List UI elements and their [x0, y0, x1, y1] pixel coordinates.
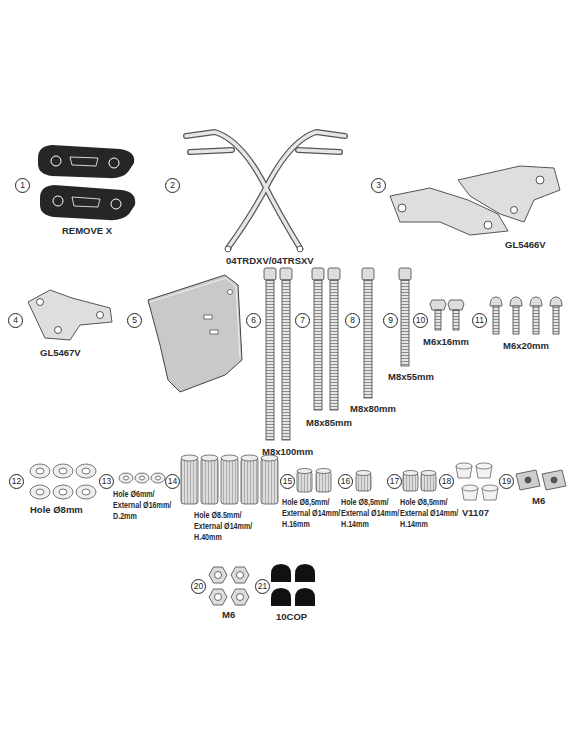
- part-label: M8x85mm: [306, 418, 352, 429]
- part-label: Hole Ø8,5mm/ External Ø14mm/ H.14mm: [400, 497, 459, 530]
- part-label: Hole Ø8,5mm/ External Ø14mm/ H.14mm: [341, 497, 400, 530]
- callout-number: 11: [472, 313, 487, 328]
- part-label: M6: [532, 496, 545, 507]
- callout-number: 16: [338, 474, 353, 489]
- small-bracket: [28, 290, 112, 340]
- callout-number: 13: [99, 474, 114, 489]
- seat-pad: [38, 145, 135, 220]
- part-label: M6x16mm: [423, 337, 469, 348]
- part-label: REMOVE X: [62, 226, 112, 237]
- callout-number: 20: [191, 579, 206, 594]
- caps: [271, 564, 315, 606]
- part-label: M8x100mm: [262, 447, 313, 458]
- callout-number: 5: [127, 313, 142, 328]
- callout-number: 15: [280, 474, 295, 489]
- part-label: M8x80mm: [350, 404, 396, 415]
- part-label: GL5466V: [505, 240, 546, 251]
- part-label: Hole Ø6mm/ External Ø16mm/ D.2mm: [113, 489, 176, 522]
- bracket-pair: [390, 166, 560, 235]
- part-label: 04TRDXV/04TRSXV: [226, 256, 314, 267]
- part-label: GL5467V: [40, 348, 81, 359]
- callout-number: 2: [165, 178, 180, 193]
- callout-number: 3: [371, 178, 386, 193]
- bolts-m8: [264, 268, 411, 440]
- bolts-m6: [430, 297, 562, 334]
- part-label: Hole Ø8mm: [30, 505, 83, 516]
- part-label: 10COP: [276, 612, 307, 623]
- callout-number: 21: [255, 579, 270, 594]
- clip-nuts: [516, 470, 566, 490]
- part-label: M6: [222, 610, 235, 621]
- callout-number: 12: [9, 474, 24, 489]
- callout-number: 19: [499, 474, 514, 489]
- rack-frame: [186, 132, 345, 252]
- callout-number: 8: [345, 313, 360, 328]
- part-label: V1107: [462, 508, 489, 519]
- part-label: M8x55mm: [388, 372, 434, 383]
- callout-number: 6: [246, 313, 261, 328]
- part-label: Hole Ø8,5mm/ External Ø14mm/ H.16mm: [282, 497, 341, 530]
- cover-plate: [148, 275, 242, 392]
- callout-number: 17: [387, 474, 402, 489]
- callout-number: 10: [413, 313, 428, 328]
- part-label: Hole Ø8.5mm/ External Ø14mm/ H.40mm: [194, 510, 257, 543]
- part-label: M6x20mm: [503, 341, 549, 352]
- callout-number: 18: [439, 474, 454, 489]
- callout-number: 7: [295, 313, 310, 328]
- nuts: [209, 567, 249, 605]
- callout-number: 4: [8, 313, 23, 328]
- callout-number: 1: [15, 178, 30, 193]
- cups: [456, 463, 498, 500]
- callout-number: 14: [165, 474, 180, 489]
- callout-number: 9: [383, 313, 398, 328]
